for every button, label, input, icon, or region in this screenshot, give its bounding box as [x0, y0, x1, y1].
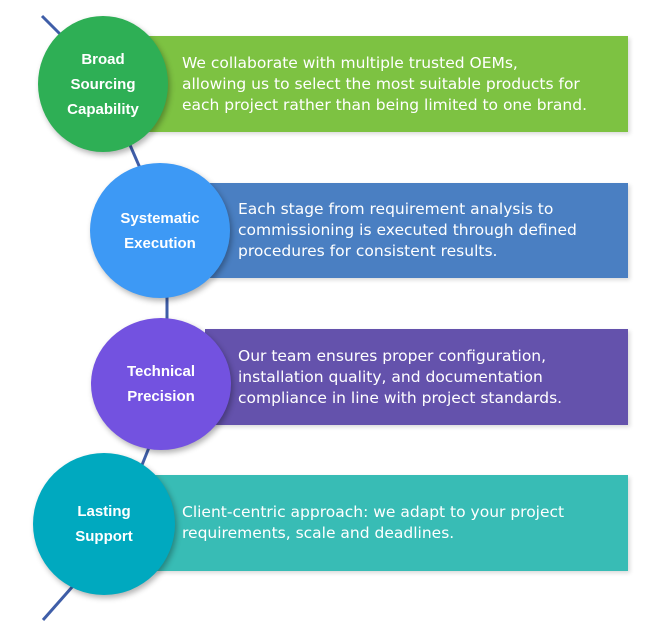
description-box-precision: Our team ensures proper configuration, i… [205, 329, 628, 425]
description-text: We collaborate with multiple trusted OEM… [182, 53, 588, 114]
connector-line [128, 144, 142, 169]
description-box-support: Client-centric approach: we adapt to you… [150, 475, 628, 571]
circle-title: Systematic Execution [120, 209, 200, 252]
circle-title: Lasting Support [75, 503, 133, 545]
description-box-execution: Each stage from requirement analysis to … [210, 183, 628, 278]
description-text: Each stage from requirement analysis to … [238, 200, 577, 260]
circle-execution: Systematic Execution [90, 163, 230, 298]
circle-support: Lasting Support [33, 453, 175, 595]
circle-precision: Technical Precision [91, 318, 231, 450]
description-text: Client-centric approach: we adapt to you… [182, 503, 565, 542]
description-text: Our team ensures proper configuration, i… [238, 346, 563, 407]
description-box-sourcing: We collaborate with multiple trusted OEM… [148, 36, 628, 132]
circle-title: Broad Sourcing Capability [67, 50, 139, 118]
connector-line [41, 585, 75, 621]
circle-title: Technical Precision [126, 363, 196, 405]
circle-sourcing: Broad Sourcing Capability [38, 16, 168, 152]
